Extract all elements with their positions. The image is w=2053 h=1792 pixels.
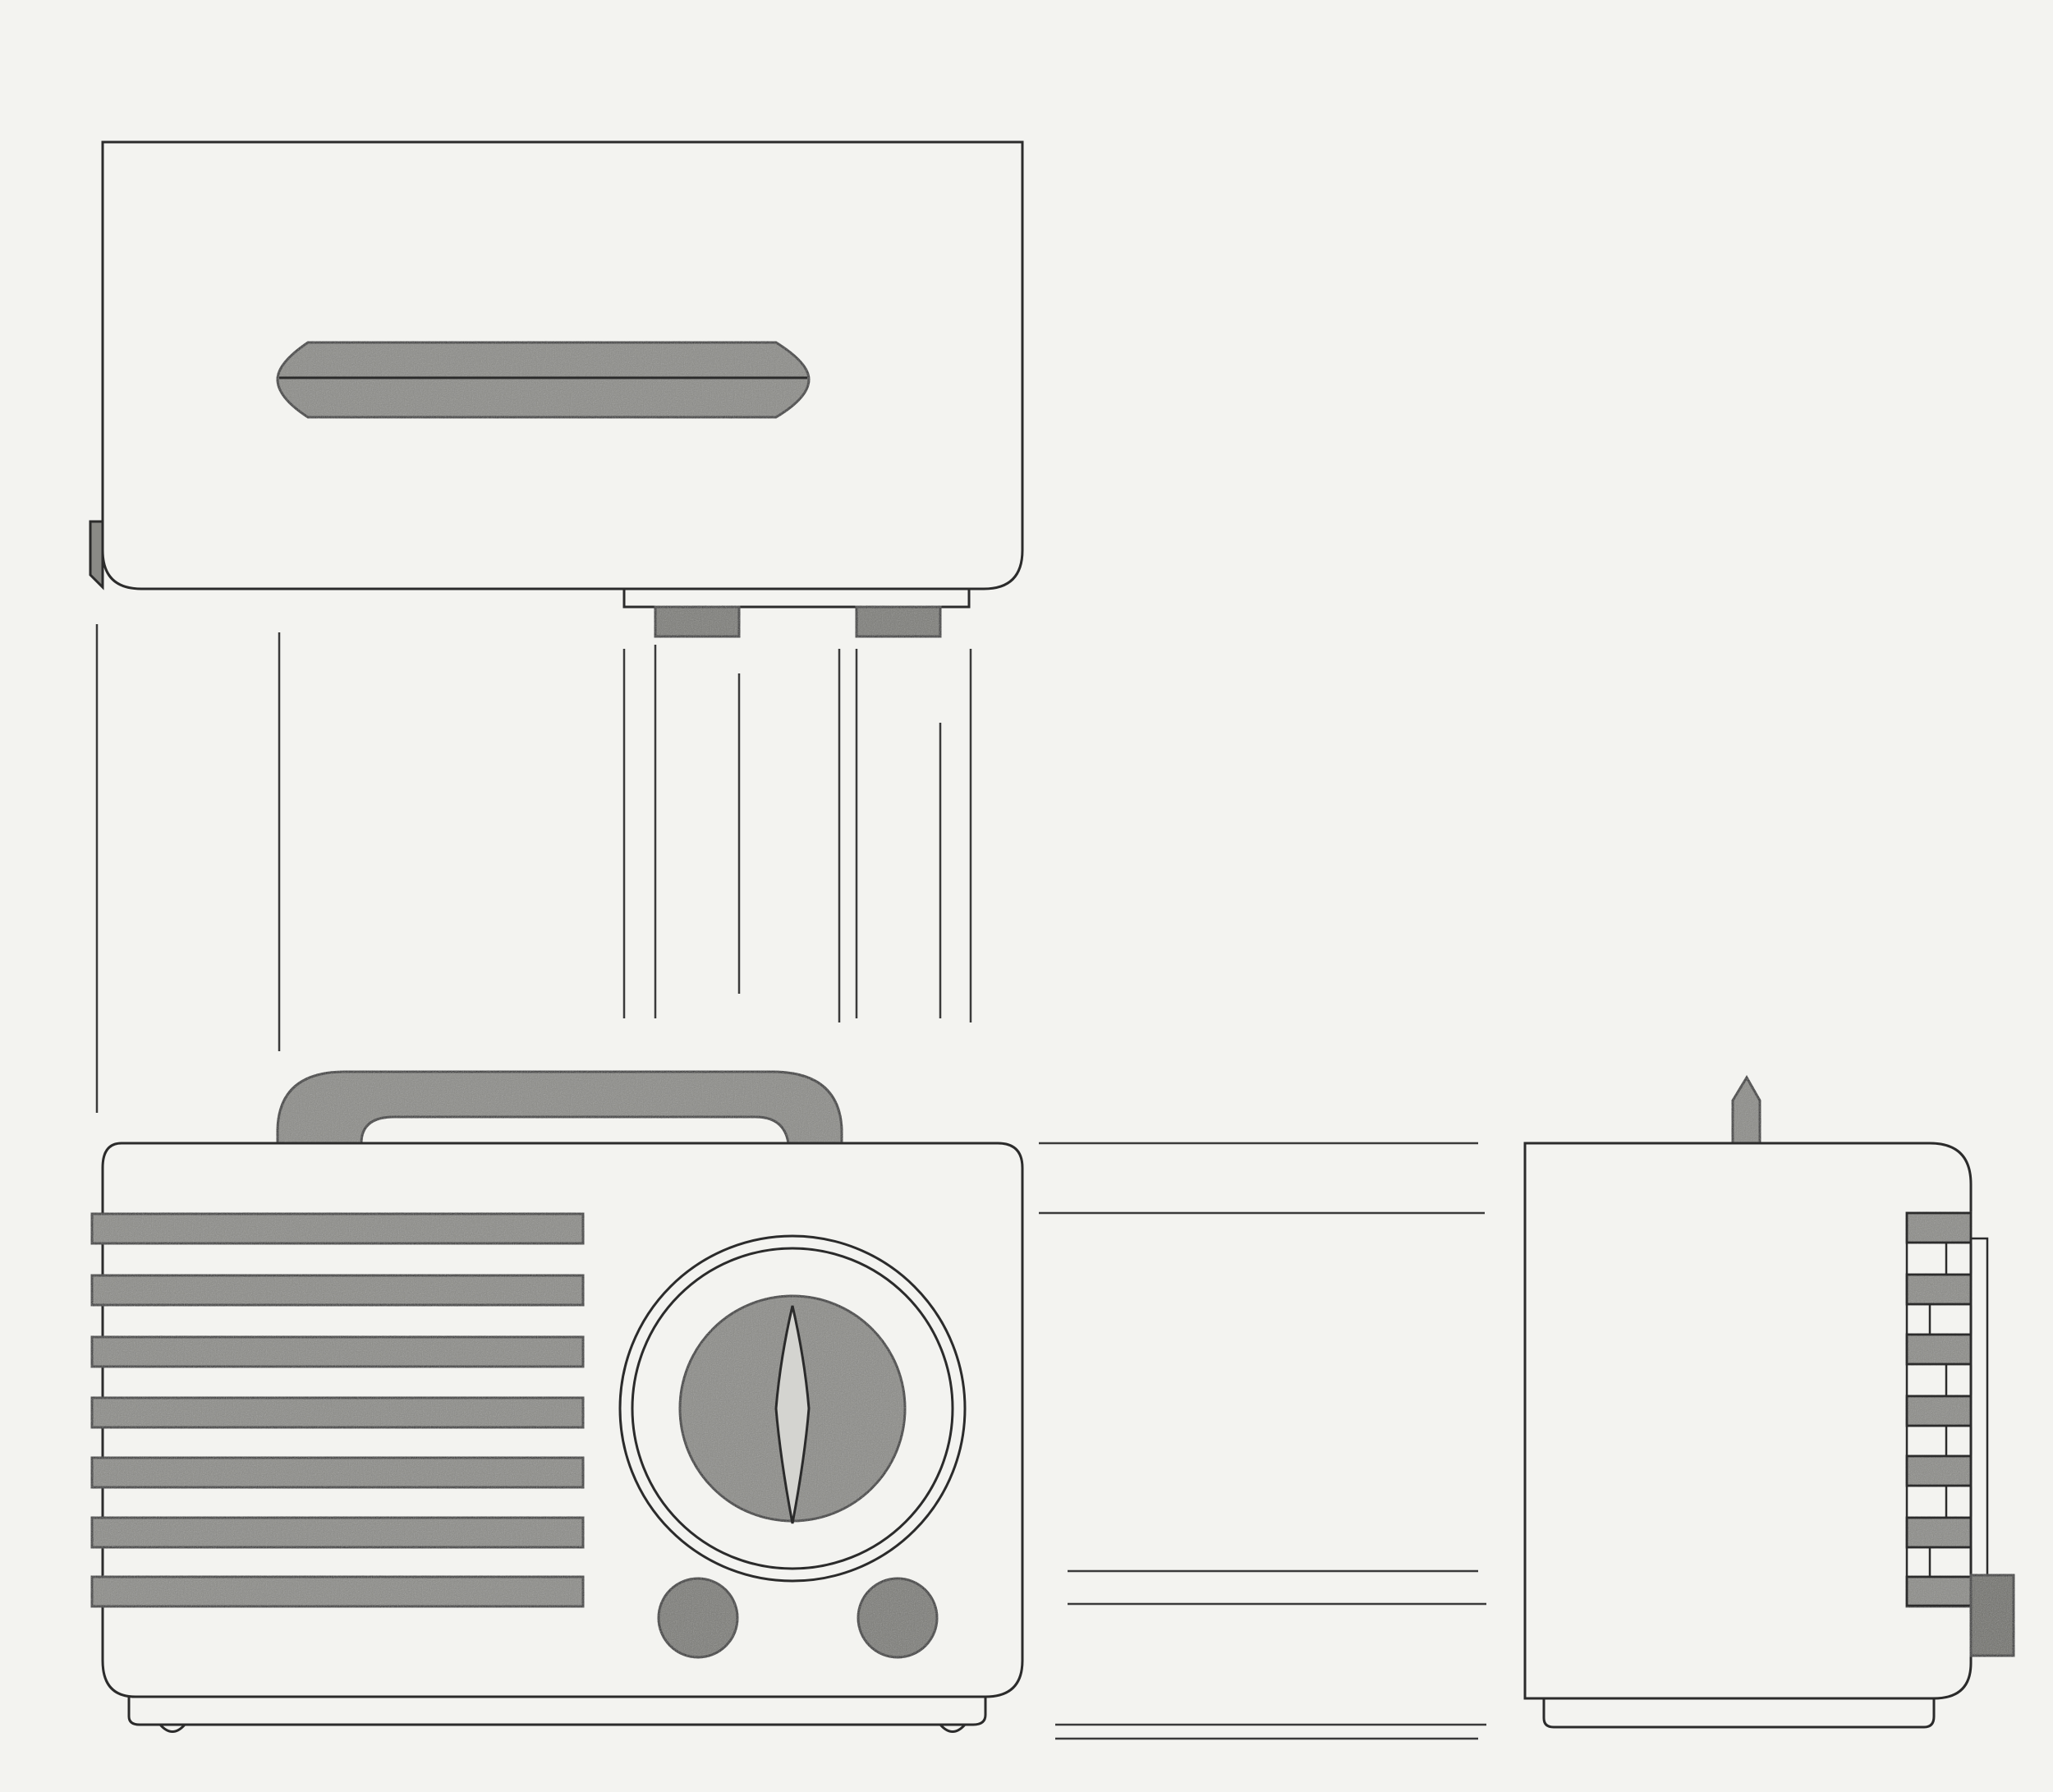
grille-block xyxy=(1905,1273,1973,1306)
grille-bar xyxy=(90,1274,585,1307)
top-view-knob-left xyxy=(654,605,741,638)
grille-block xyxy=(1905,1395,1973,1427)
front-view-grille xyxy=(90,1212,585,1608)
vertical-projection-lines xyxy=(95,624,972,1113)
side-view-base xyxy=(1542,1698,1936,1729)
grille-block xyxy=(1905,1454,1973,1487)
front-view-carry-handle xyxy=(276,1070,843,1145)
grille-block xyxy=(1905,1333,1973,1366)
grille-bar xyxy=(90,1456,585,1489)
side-view-body xyxy=(1523,1142,1973,1700)
front-view-knob-right xyxy=(857,1577,939,1659)
top-view-side-tab xyxy=(89,520,104,590)
horizontal-projection-lines xyxy=(1039,1142,1486,1740)
side-view-grille-blocks xyxy=(1905,1211,1973,1608)
front-view-base xyxy=(127,1697,987,1726)
side-view xyxy=(1523,1075,2015,1729)
top-view-handle-slot xyxy=(276,341,811,419)
grille-bar xyxy=(90,1516,585,1549)
top-view-base-plate xyxy=(622,587,971,609)
grille-block xyxy=(1905,1211,1973,1244)
front-view-dial-bezel-inner xyxy=(631,1247,954,1570)
front-view-dial-bezel-outer xyxy=(618,1234,967,1583)
grille-bar xyxy=(90,1335,585,1368)
front-view-foot-left xyxy=(158,1723,186,1733)
front-view-dial-pointer xyxy=(774,1305,811,1524)
grille-bar xyxy=(90,1212,585,1245)
grille-block xyxy=(1905,1575,1973,1608)
front-view xyxy=(90,1070,1024,1733)
top-view-body xyxy=(101,140,1024,590)
grille-block xyxy=(1905,1516,1973,1549)
side-view-knob xyxy=(1969,1574,2015,1657)
grille-bar xyxy=(90,1575,585,1608)
grille-bar xyxy=(90,1396,585,1429)
top-view xyxy=(89,140,1024,638)
front-view-foot-right xyxy=(939,1723,967,1733)
top-view-knob-right xyxy=(855,605,942,638)
front-view-knob-left xyxy=(657,1577,739,1659)
